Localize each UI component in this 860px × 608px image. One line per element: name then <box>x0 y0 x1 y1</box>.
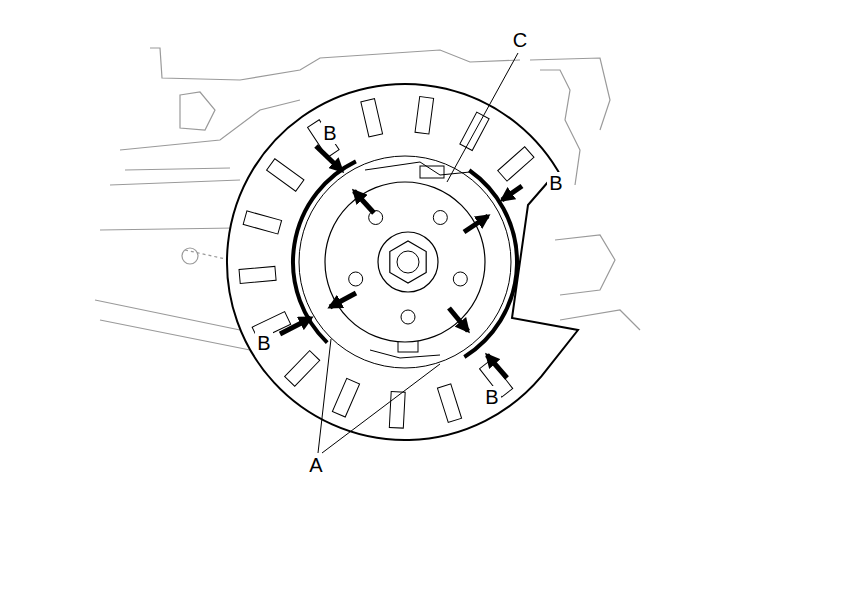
lug-hole <box>349 272 363 286</box>
plate-slot <box>437 384 461 423</box>
plate-slot <box>243 211 281 234</box>
lug-hole <box>433 211 447 225</box>
callout-letter: A <box>307 454 324 476</box>
plate-slot <box>498 147 534 181</box>
plate-slot <box>332 378 359 417</box>
hub-washer <box>378 232 438 292</box>
backing-plate <box>227 84 578 440</box>
leader-lines <box>318 53 518 453</box>
plate-slots <box>239 97 534 429</box>
lug-hole <box>401 310 415 324</box>
shoe-inner-edge <box>299 156 511 368</box>
callout-letter: B <box>547 172 564 194</box>
callout-letter: B <box>321 122 338 144</box>
lug-holes <box>349 211 468 324</box>
callout-letter: C <box>511 29 529 51</box>
lug-hole <box>453 272 467 286</box>
plate-slot <box>285 351 320 387</box>
axle-end <box>397 251 419 273</box>
plate-slot <box>415 97 434 135</box>
callout-letter: B <box>483 386 500 408</box>
direction-arrows <box>280 146 522 378</box>
plate-slot <box>361 99 383 137</box>
plate-slot <box>267 159 304 191</box>
callout-letter: B <box>255 332 272 354</box>
plate-slot <box>239 266 276 283</box>
hub-flange <box>325 182 485 342</box>
hub-nut <box>390 241 426 283</box>
plate-slot <box>389 391 405 428</box>
